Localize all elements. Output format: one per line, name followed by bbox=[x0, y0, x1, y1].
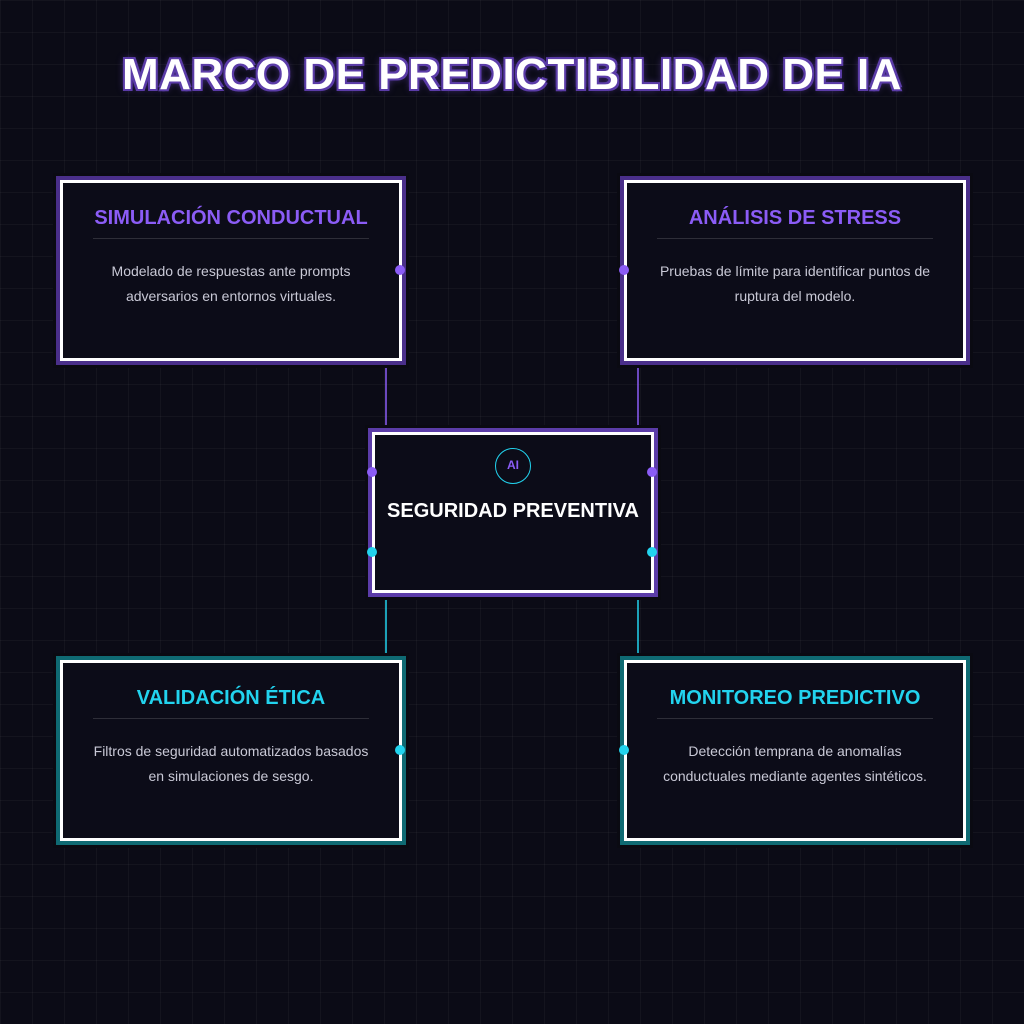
center-title: SEGURIDAD PREVENTIVA bbox=[387, 500, 639, 522]
card-description: Modelado de respuestas ante prompts adve… bbox=[111, 263, 351, 304]
card-description: Pruebas de límite para identificar punto… bbox=[659, 263, 931, 304]
card-simulacion-conductual: SIMULACIÓN CONDUCTUAL Modelado de respue… bbox=[60, 180, 402, 361]
diagram-title: MARCO DE PREDICTIBILIDAD DE IA bbox=[121, 50, 903, 99]
card-description: Detección temprana de anomalías conductu… bbox=[663, 743, 927, 784]
ai-badge-icon: AI bbox=[495, 448, 531, 484]
card-title: ANÁLISIS DE STRESS bbox=[657, 207, 933, 239]
card-description: Filtros de seguridad automatizados basad… bbox=[93, 743, 369, 784]
card-title: SIMULACIÓN CONDUCTUAL bbox=[93, 207, 369, 239]
center-node-seguridad-preventiva: AI SEGURIDAD PREVENTIVA bbox=[372, 432, 654, 593]
card-validacion-etica: VALIDACIÓN ÉTICA Filtros de seguridad au… bbox=[60, 660, 402, 841]
card-monitoreo-predictivo: MONITOREO PREDICTIVO Detección temprana … bbox=[624, 660, 966, 841]
card-analisis-stress: ANÁLISIS DE STRESS Pruebas de límite par… bbox=[624, 180, 966, 361]
card-title: VALIDACIÓN ÉTICA bbox=[93, 687, 369, 719]
card-title: MONITOREO PREDICTIVO bbox=[657, 687, 933, 719]
